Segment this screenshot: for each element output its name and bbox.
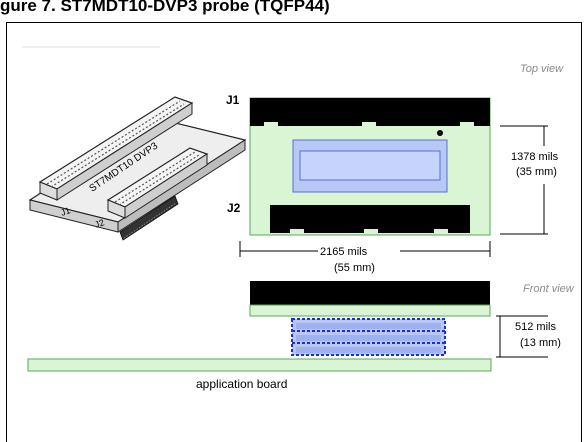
probe-pins (119, 195, 179, 241)
top-view-j2-connector (270, 205, 470, 233)
front-view-label: Front view (523, 283, 575, 295)
depth-mils-label: 512 mils (515, 321, 556, 333)
width-dimension (239, 241, 491, 257)
pin1-marker (437, 130, 443, 136)
figure-title: gure 7. ST7MDT10-DVP3 probe (TQFP44) (0, 0, 330, 15)
application-board-shape (27, 358, 492, 372)
front-view-probe-board (249, 304, 491, 317)
top-view-label: Top view (520, 63, 564, 75)
width-mm-label: (55 mm) (334, 262, 375, 274)
depth-dimension (496, 315, 548, 358)
top-view-chip-inner (299, 150, 441, 181)
probe-j2-label: J2 (93, 217, 105, 230)
j1-connector-label: J1 (226, 93, 240, 107)
depth-mm-label: (13 mm) (520, 337, 561, 349)
top-view-j1-connector (250, 98, 490, 126)
application-board-label: application board (196, 377, 287, 391)
figure-title-bar: gure 7. ST7MDT10-DVP3 probe (TQFP44) (0, 0, 587, 21)
probe-j1-label: J1 (59, 205, 71, 218)
j2-connector-label: J2 (227, 201, 241, 215)
height-mils-label: 1378 mils (511, 151, 559, 163)
width-mils-label: 2165 mils (320, 246, 368, 258)
height-dimension (500, 125, 548, 235)
height-mm-label: (35 mm) (516, 166, 557, 178)
figure-frame (6, 22, 582, 442)
front-view-connectors (250, 281, 490, 305)
probe-3d-illustration: ST7MDT10 DVP3 J1 J2 (28, 96, 247, 241)
front-view-socket-stack (291, 318, 446, 356)
